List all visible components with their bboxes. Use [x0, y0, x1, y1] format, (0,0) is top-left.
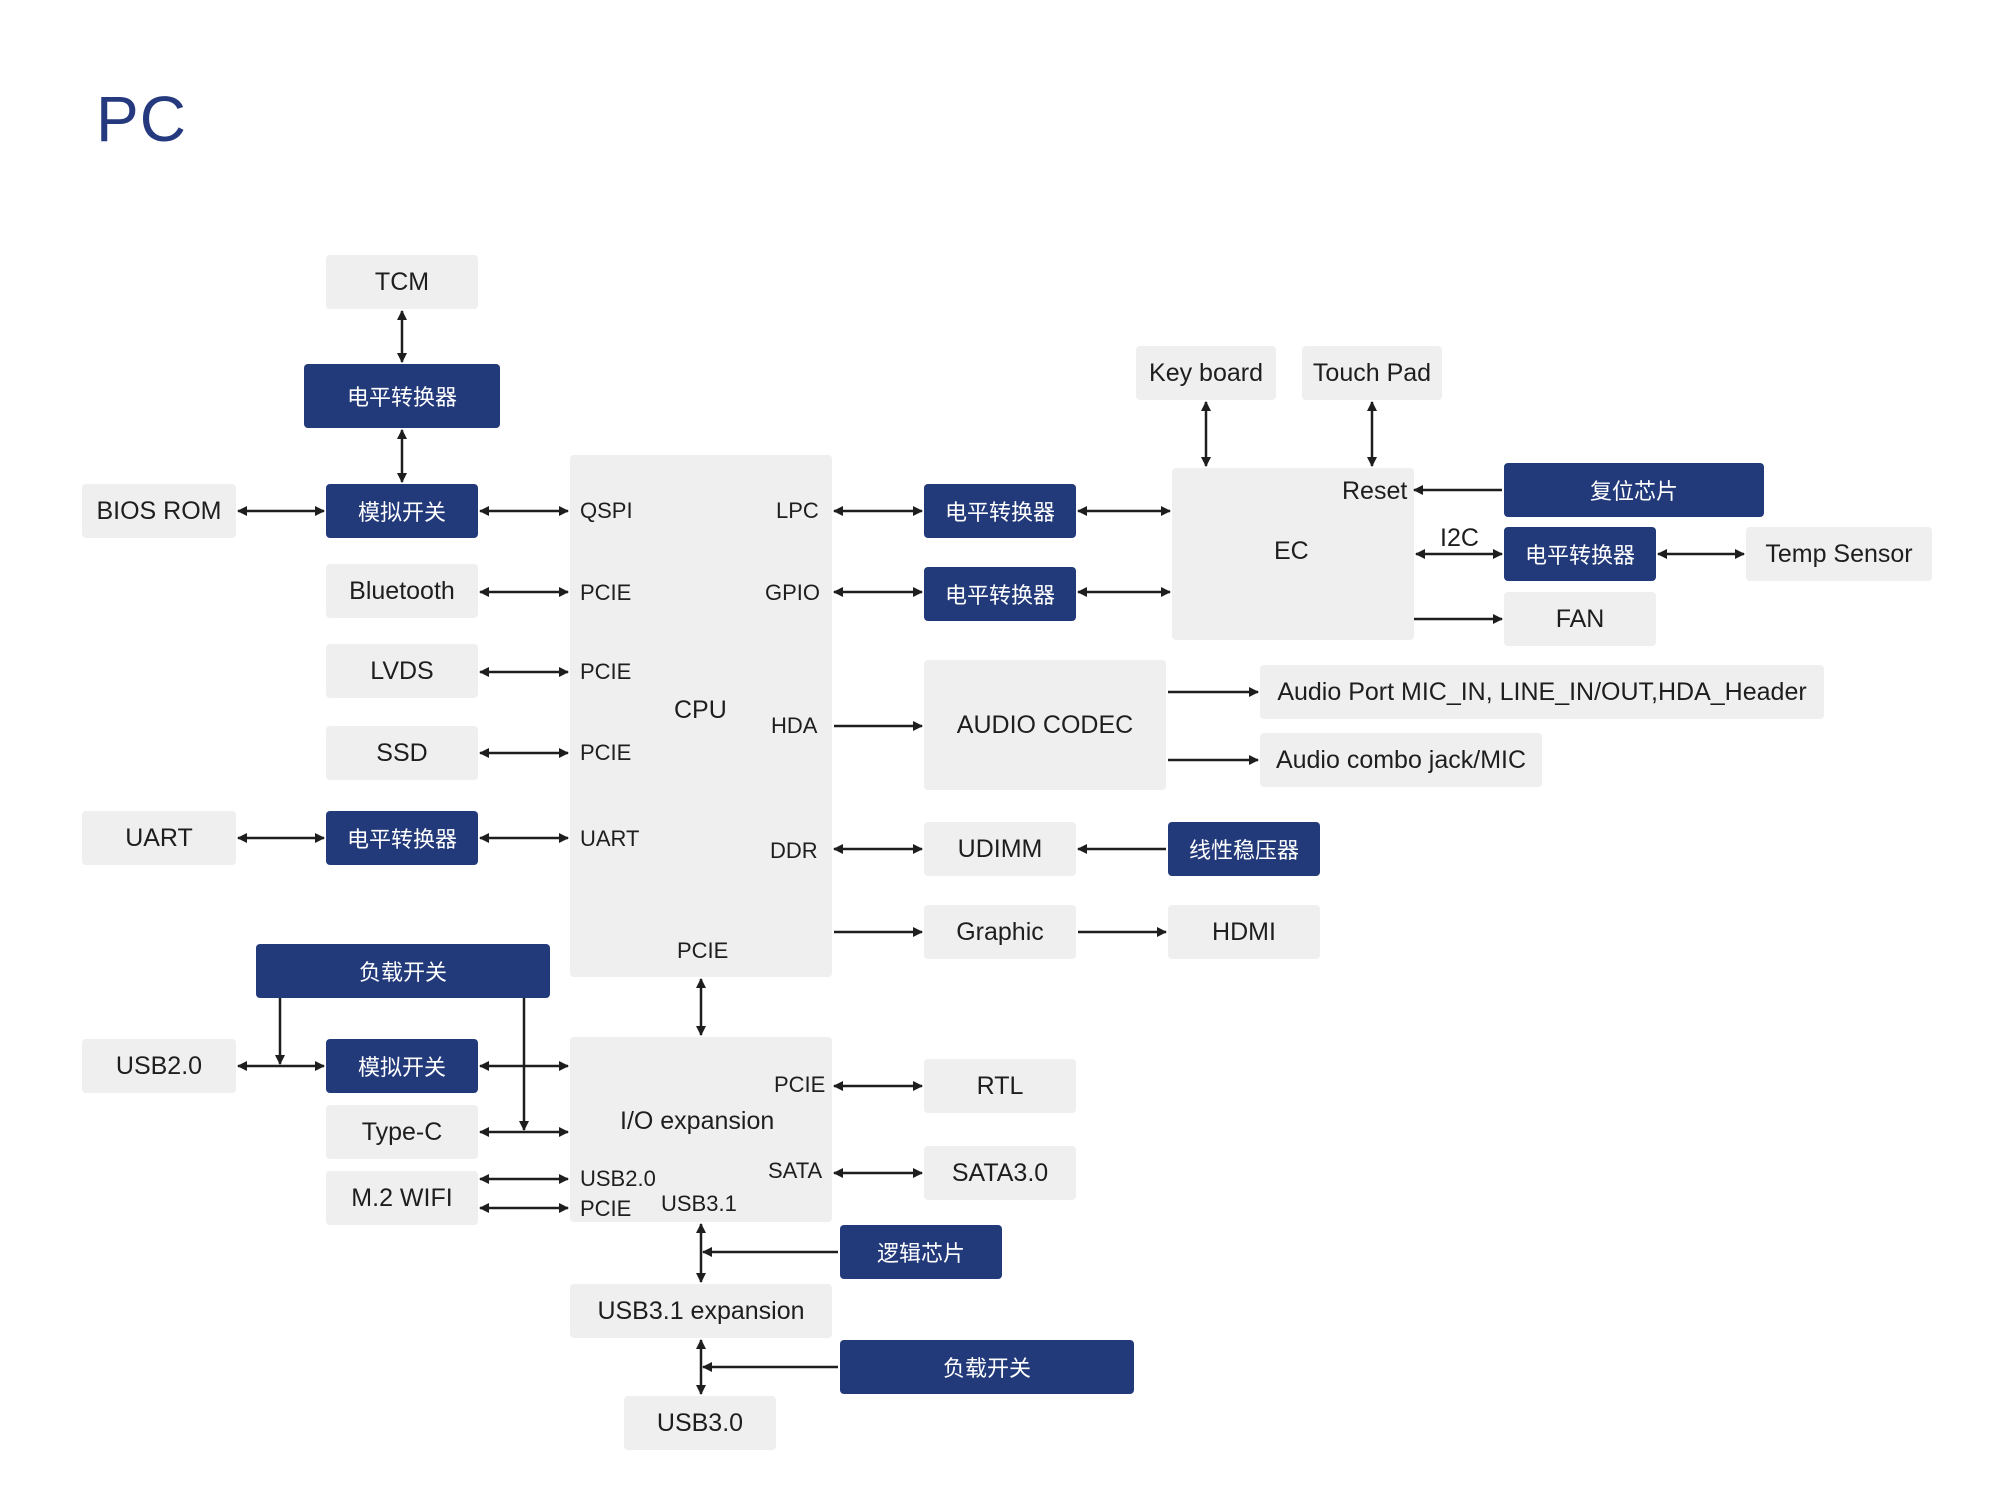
audio-codec-box: AUDIO CODEC	[924, 660, 1166, 790]
analog-switch-box: 模拟开关	[326, 1039, 478, 1093]
cpu-pin-hda: HDA	[771, 713, 818, 738]
cpu-block	[570, 455, 832, 977]
io-pin-usb20: USB2.0	[580, 1166, 656, 1191]
audio-combo-box: Audio combo jack/MIC	[1260, 733, 1542, 787]
keyboard-box: Key board	[1136, 346, 1276, 400]
udimm-box: UDIMM	[924, 822, 1076, 876]
sata30-box: SATA3.0	[924, 1146, 1076, 1200]
analog-switch-box: 模拟开关	[326, 484, 478, 538]
ec-label: EC	[1274, 537, 1309, 565]
usb20-box: USB2.0	[82, 1039, 236, 1093]
io-pin-pcie-left: PCIE	[580, 1196, 632, 1221]
cpu-pin-lpc: LPC	[776, 498, 819, 523]
bluetooth-box: Bluetooth	[326, 564, 478, 618]
cpu-pin-qspi: QSPI	[580, 498, 633, 523]
ec-block	[1172, 468, 1414, 640]
graphic-box: Graphic	[924, 905, 1076, 959]
io-expansion-block	[570, 1037, 832, 1222]
cpu-label: CPU	[674, 696, 727, 724]
touchpad-box: Touch Pad	[1302, 346, 1442, 400]
level-shifter-box: 电平转换器	[924, 484, 1076, 538]
lvds-box: LVDS	[326, 644, 478, 698]
cpu-pin-ddr: DDR	[770, 838, 818, 863]
tcm-box: TCM	[326, 255, 478, 309]
hdmi-box: HDMI	[1168, 905, 1320, 959]
fan-box: FAN	[1504, 592, 1656, 646]
io-pin-sata: SATA	[768, 1158, 823, 1183]
level-shifter-box: 电平转换器	[924, 567, 1076, 621]
load-switch-box: 负载开关	[840, 1340, 1134, 1394]
m2-wifi-box: M.2 WIFI	[326, 1171, 478, 1225]
level-shifter-box: 电平转换器	[1504, 527, 1656, 581]
rtl-box: RTL	[924, 1059, 1076, 1113]
io-pin-pcie: PCIE	[774, 1072, 826, 1097]
usb30-box: USB3.0	[624, 1396, 776, 1450]
audio-port-box: Audio Port MIC_IN, LINE_IN/OUT,HDA_Heade…	[1260, 665, 1824, 719]
cpu-pin-pcie: PCIE	[580, 580, 632, 605]
cpu-pin-pcie: PCIE	[580, 740, 632, 765]
uart-box: UART	[82, 811, 236, 865]
type-c-box: Type-C	[326, 1105, 478, 1159]
load-switch-box: 负载开关	[256, 944, 550, 998]
usb31-expansion-box: USB3.1 expansion	[570, 1284, 832, 1338]
io-pin-usb31: USB3.1	[661, 1191, 737, 1216]
ssd-box: SSD	[326, 726, 478, 780]
cpu-pin-gpio: GPIO	[765, 580, 821, 605]
cpu-pin-pcie: PCIE	[580, 659, 632, 684]
temp-sensor-box: Temp Sensor	[1746, 527, 1932, 581]
logic-chip-box: 逻辑芯片	[840, 1225, 1002, 1279]
page-title: PC	[96, 83, 187, 155]
level-shifter-box: 电平转换器	[326, 811, 478, 865]
reset-chip-box: 复位芯片	[1504, 463, 1764, 517]
ec-pin-i2c: I2C	[1440, 524, 1479, 552]
level-shifter-box: 电平转换器	[304, 364, 500, 428]
cpu-pin-uart: UART	[580, 826, 640, 851]
bios-rom-box: BIOS ROM	[82, 484, 236, 538]
io-expansion-label: I/O expansion	[620, 1107, 775, 1135]
ec-pin-reset: Reset	[1342, 477, 1408, 505]
linear-regulator-box: 线性稳压器	[1168, 822, 1320, 876]
cpu-pin-pcie-bottom: PCIE	[677, 938, 729, 963]
